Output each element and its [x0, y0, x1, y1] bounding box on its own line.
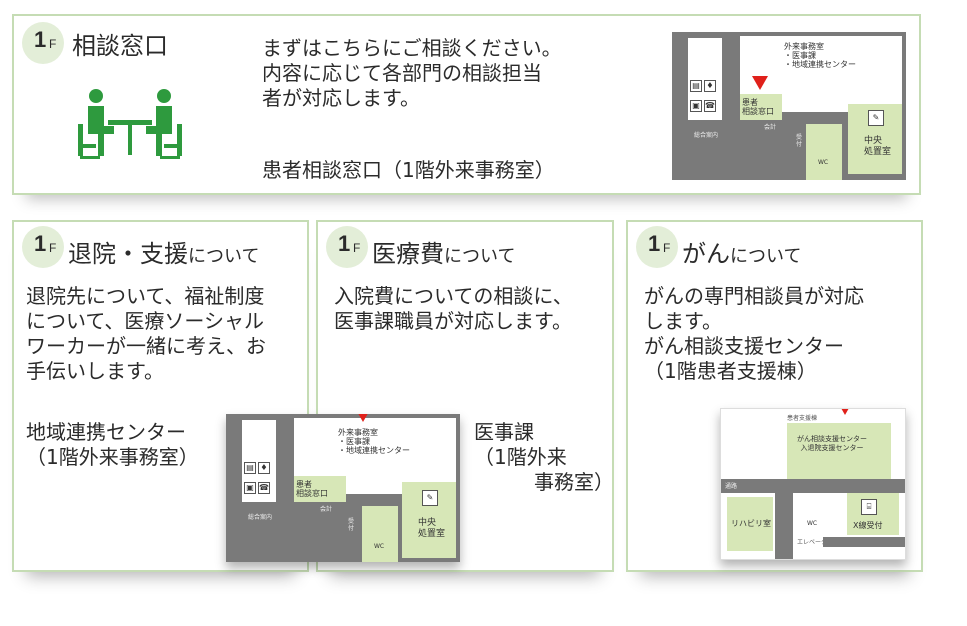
map-reception-label: 受 付 [348, 518, 355, 532]
map-phone-icon: ☎ [704, 100, 716, 112]
map-office-label: 外来事務室 ・医事課 ・地域連携センター [784, 42, 856, 69]
floor-number: 1 [338, 231, 351, 256]
floor-number: 1 [648, 231, 661, 256]
floor-suffix: F [49, 241, 57, 255]
consult-description: まずはこちらにご相談ください。 内容に応じて各部門の相談担当 者が対応します。 [262, 36, 562, 110]
floor-number: 1 [34, 231, 47, 256]
floor-badge: 1 F [22, 226, 64, 268]
cancer-description: がんの専門相談員が対応 します。 がん相談支援センター （1階患者支援棟） [644, 284, 864, 383]
discharge-title-main: 退院・支援 [68, 240, 188, 268]
map-desk-block [740, 94, 782, 120]
cost-title: 医療費について [372, 234, 515, 269]
map-wc-block [362, 506, 398, 562]
map-info-label: 総合案内 [248, 514, 273, 521]
map-office-label: 外来事務室 ・医事課 ・地域連携センター [338, 428, 410, 455]
outpatient-floor-map-2: ▤ ♦ ▣ ☎ 外来事務室 ・医事課 ・地域連携センター 患者 相談窓口 会計 … [226, 414, 460, 562]
map-corridor-label: 通路 [725, 483, 738, 490]
floor-suffix: F [353, 241, 361, 255]
map-sign-icon: ▣ [244, 482, 256, 494]
cancer-title-suffix: について [730, 246, 802, 267]
map-restroom-icon: ♦ [258, 462, 270, 474]
floor-badge: 1 F [326, 226, 368, 268]
cost-description: 入院費についての相談に、 医事課職員が対応します。 [334, 284, 573, 333]
map-wc-label: WC [807, 520, 818, 527]
map-cashier-label: 会計 [320, 506, 333, 513]
location-pin [355, 414, 371, 422]
map-wc-label: WC [374, 543, 385, 550]
syringe-icon: ✎ [868, 110, 884, 126]
discharge-description: 退院先について、福祉制度 について、医療ソーシャル ワーカーが一緒に考え、お 手… [26, 284, 266, 383]
map-corridor [721, 479, 905, 493]
cancer-title-main: がん [682, 240, 730, 268]
support-building-map: 患者支援棟 がん相談支援センター 入退院支援センター 通路 リハビリ室 ⌸ X線… [720, 408, 906, 560]
map-phone-icon: ☎ [258, 482, 270, 494]
map-rehab-label: リハビリ室 [731, 519, 771, 528]
map-desk-label: 患者 相談窓口 [742, 98, 774, 116]
discharge-title-suffix: について [188, 246, 260, 267]
map-cashier-label: 会計 [764, 124, 777, 131]
map-info-label: 総合案内 [694, 132, 719, 139]
map-reception-label: 受 付 [796, 134, 803, 148]
map-treatment-label: 中央 処置室 [864, 136, 892, 157]
map-center-label: がん相談支援センター 入退院支援センター [797, 435, 867, 452]
outpatient-floor-map: ▤ ♦ ▣ ☎ 外来事務室 ・医事課 ・地域連携センター 患者 相談窓口 会計 … [672, 32, 906, 180]
xray-icon: ⌸ [861, 499, 877, 515]
map-treatment-label: 中央 処置室 [418, 518, 446, 539]
discharge-location: 地域連携センター （1階外来事務室） [26, 420, 199, 469]
map-xray-label: X線受付 [853, 521, 883, 530]
map-center-block [787, 423, 891, 481]
floor-number: 1 [34, 27, 47, 52]
cancer-card: 1 F がんについて がんの専門相談員が対応 します。 がん相談支援センター （… [626, 220, 923, 572]
consult-card: 1 F 相談窓口 まずはこちらにご相談ください。 内容に応じて各部門の相談担当 … [12, 14, 921, 195]
map-wc-label: WC [818, 159, 829, 166]
map-desk-block [294, 476, 346, 502]
cost-location: 医事課 （1階外来 事務室） [474, 420, 614, 494]
location-pin [837, 409, 853, 415]
map-rehab-block [727, 497, 773, 551]
floor-badge: 1 F [636, 226, 678, 268]
consult-title: 相談窓口 [72, 32, 168, 60]
floor-suffix: F [663, 241, 671, 255]
map-restroom-icon: ♦ [704, 80, 716, 92]
map-sign-icon: ▣ [690, 100, 702, 112]
syringe-icon: ✎ [422, 490, 438, 506]
map-desk-label: 患者 相談窓口 [296, 480, 328, 498]
location-pin [752, 76, 768, 90]
cancer-title: がんについて [682, 234, 801, 269]
floor-badge: 1 F [22, 22, 64, 64]
map-elevator-label: エレベーター [797, 539, 834, 546]
map-sign-icon: ▤ [690, 80, 702, 92]
consult-location: 患者相談窓口（1階外来事務室） [262, 158, 555, 182]
map-wc-block [806, 124, 842, 180]
consultation-icon [78, 89, 182, 159]
cost-title-suffix: について [444, 246, 516, 267]
cost-title-main: 医療費 [372, 240, 444, 268]
map-sign-icon: ▤ [244, 462, 256, 474]
map-bottom-corridor [823, 537, 905, 547]
map-building-label: 患者支援棟 [787, 415, 818, 422]
discharge-title: 退院・支援について [68, 234, 259, 269]
map-vertical-corridor [775, 493, 793, 559]
floor-suffix: F [49, 37, 57, 51]
